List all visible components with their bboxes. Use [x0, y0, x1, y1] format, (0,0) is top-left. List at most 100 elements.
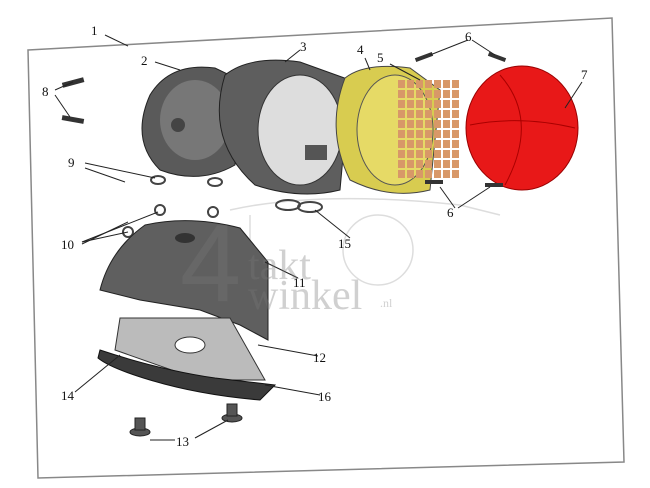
led-cell [434, 130, 441, 138]
led-cell [425, 130, 432, 138]
led-cell [434, 140, 441, 148]
led-cell [443, 100, 450, 108]
callout-2: 2 [141, 53, 148, 68]
assembly-frame [27, 17, 625, 479]
led-cell [416, 160, 423, 168]
reflector [335, 65, 441, 194]
callout-11: 11 [293, 275, 306, 290]
led-cell [407, 130, 414, 138]
led-cell [398, 130, 405, 138]
led-cell [398, 80, 405, 88]
callout-13: 13 [176, 434, 189, 449]
led-cell [398, 100, 405, 108]
led-cell [407, 140, 414, 148]
lower-cover [97, 317, 277, 401]
led-cell [443, 150, 450, 158]
watermark-line2: winkel [248, 273, 363, 319]
led-cell [452, 150, 459, 158]
rim-ring [218, 59, 351, 195]
callout-5: 5 [377, 50, 384, 65]
led-cell [443, 120, 450, 128]
led-cell [416, 150, 423, 158]
led-cell [425, 150, 432, 158]
led-cell [407, 110, 414, 118]
led-panel [398, 80, 459, 178]
callout-14: 14 [61, 388, 74, 403]
led-cell [443, 170, 450, 178]
led-cell [425, 170, 432, 178]
led-cell [425, 100, 432, 108]
led-cell [407, 170, 414, 178]
led-cell [416, 120, 423, 128]
led-cell [434, 100, 441, 108]
led-cell [407, 80, 414, 88]
led-cell [416, 100, 423, 108]
led-cell [398, 170, 405, 178]
led-cell [407, 100, 414, 108]
callout-10: 10 [61, 237, 74, 252]
led-cell [443, 110, 450, 118]
led-cell [398, 150, 405, 158]
led-cell [398, 90, 405, 98]
led-cell [398, 110, 405, 118]
callout-6-top: 6 [465, 29, 472, 44]
housing-shell [141, 66, 241, 177]
led-cell [452, 90, 459, 98]
callout-12: 12 [313, 350, 326, 365]
red-lens [465, 65, 579, 191]
leader-lines [54, 34, 583, 441]
led-cell [416, 130, 423, 138]
led-cell [452, 100, 459, 108]
led-cell [425, 120, 432, 128]
callout-1: 1 [91, 23, 98, 38]
led-cell [407, 90, 414, 98]
callout-3: 3 [300, 39, 307, 54]
callout-7: 7 [581, 67, 588, 82]
led-cell [425, 140, 432, 148]
led-cell [452, 160, 459, 168]
led-cell [407, 120, 414, 128]
led-cell [452, 80, 459, 88]
led-cell [434, 80, 441, 88]
led-cell [452, 140, 459, 148]
callout-9: 9 [68, 155, 75, 170]
led-cell [452, 170, 459, 178]
led-cell [452, 120, 459, 128]
led-cell [434, 120, 441, 128]
led-cell [452, 130, 459, 138]
led-cell [443, 80, 450, 88]
led-cell [434, 160, 441, 168]
led-cell [398, 140, 405, 148]
led-cell [425, 110, 432, 118]
led-cell [443, 90, 450, 98]
clips [122, 175, 323, 238]
led-cell [407, 160, 414, 168]
led-cell [416, 170, 423, 178]
watermark-line1: takt [248, 243, 311, 289]
callout-16: 16 [318, 389, 331, 404]
led-cell [398, 120, 405, 128]
led-cell [434, 150, 441, 158]
led-cell [416, 110, 423, 118]
led-cell [425, 80, 432, 88]
led-cell [407, 150, 414, 158]
led-cell [425, 90, 432, 98]
mount-bracket [99, 220, 269, 341]
led-cell [443, 140, 450, 148]
led-cell [398, 160, 405, 168]
callout-4: 4 [357, 42, 364, 57]
led-cell [416, 140, 423, 148]
led-cell [443, 130, 450, 138]
callout-15: 15 [338, 236, 351, 251]
watermark-suffix: .nl [380, 296, 393, 310]
callout-6-bottom: 6 [447, 205, 454, 220]
led-cell [434, 110, 441, 118]
led-cell [434, 90, 441, 98]
bolts [129, 403, 243, 437]
led-cell [416, 90, 423, 98]
led-cell [443, 160, 450, 168]
led-cell [416, 80, 423, 88]
watermark-digit: 4 [180, 202, 242, 325]
